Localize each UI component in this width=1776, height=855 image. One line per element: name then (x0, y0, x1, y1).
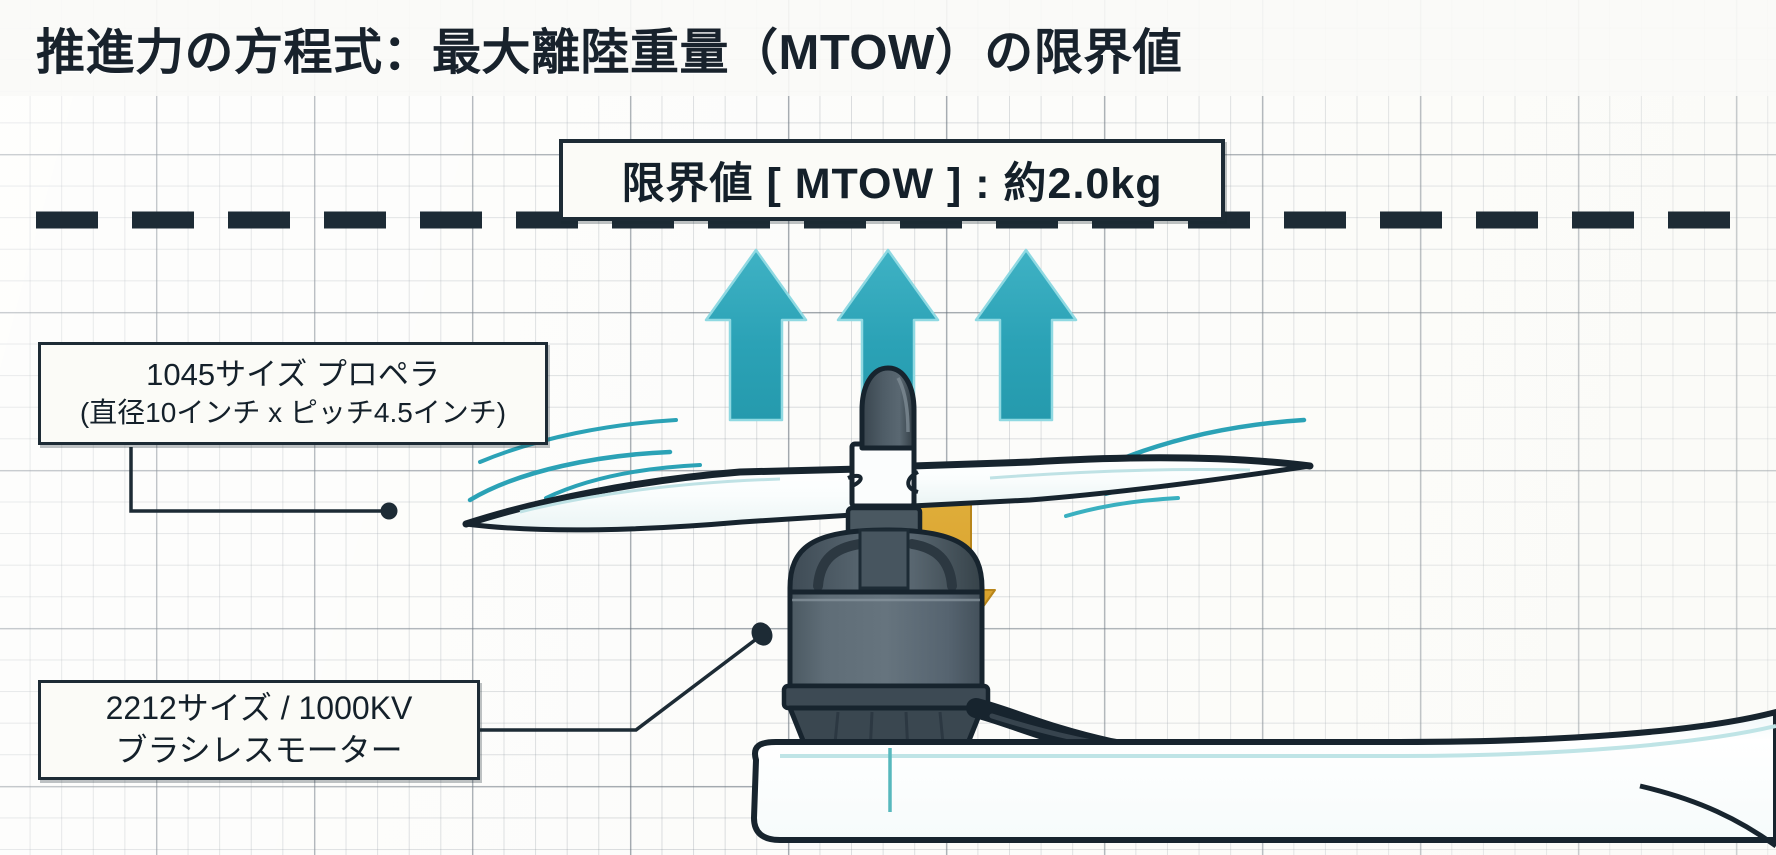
brushless-motor (781, 365, 1510, 783)
motor-bell-center-post (858, 528, 910, 590)
propeller-blade-left-top-edge (462, 464, 904, 528)
propeller-callout-line2: (直径10インチ x ピッチ4.5インチ) (79, 396, 507, 428)
propeller-callout-line1: 1045サイズ プロペラ (146, 357, 440, 393)
motor-leader-endpoint (751, 622, 773, 646)
motor-can-body (787, 589, 985, 689)
propeller-blade-right-top-edge (908, 454, 1314, 470)
propeller-hub-notch-right (906, 470, 919, 494)
propeller-callout-box: 1045サイズ プロペラ (直径10インチ x ピッチ4.5インチ) (38, 342, 548, 445)
motor-callout-line1: 2212サイズ / 1000KV (105, 690, 413, 727)
title-band: 推進力の方程式：最大離陸重量（MTOW）の限界値 (0, 0, 1776, 96)
drone-arm-body (751, 709, 1776, 843)
drone-arm-top-highlight (780, 724, 1776, 758)
propeller-leader-line (129, 447, 386, 513)
mtow-limit-text: 限界値 [ MTOW ] : 約2.0kg (621, 160, 1163, 208)
thrust-arrow-1 (704, 248, 808, 422)
motor-bell-vent-left (813, 539, 865, 591)
drone-arm-tip-fold (1639, 783, 1776, 849)
motor-callout-line2: ブラシレスモーター (115, 732, 403, 768)
propeller-hub-notch-left (847, 473, 863, 488)
mtow-limit-callout-box: 限界値 [ MTOW ] : 約2.0kg (559, 139, 1225, 221)
propeller-hub (849, 441, 917, 509)
motor-bell-vent-right (907, 539, 957, 591)
drone-arm (751, 709, 1776, 849)
motor-callout-box: 2212サイズ / 1000KV ブラシレスモーター (38, 680, 480, 780)
propeller-blade-right-highlight (989, 467, 1251, 480)
motor-lower-flange (781, 683, 991, 711)
motor-leader-line (420, 635, 761, 732)
callout-leader-lines (129, 447, 773, 732)
thrust-arrow-3 (974, 248, 1078, 422)
page-title: 推進力の方程式：最大離陸重量（MTOW）の限界値 (36, 25, 1183, 80)
propeller-leader-endpoint (380, 502, 398, 520)
propeller-blade-left-highlight (519, 477, 781, 514)
motor-nose-highlight (896, 377, 910, 433)
